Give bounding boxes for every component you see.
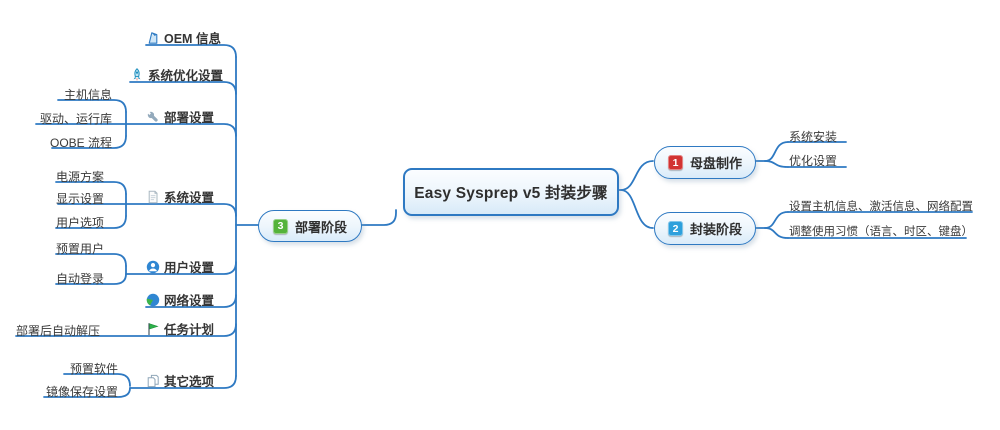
topic-task-plan-label: 任务计划 <box>164 323 215 337</box>
topic-oobe-flow[interactable]: OOBE 流程 <box>49 136 112 150</box>
topic-network-settings-label: 网络设置 <box>164 294 215 308</box>
topic-display-settings[interactable]: 显示设置 <box>55 192 104 206</box>
branch-deploy-stage-label: 部署阶段 <box>294 219 347 235</box>
rocket-icon <box>133 67 141 81</box>
underline-preset-software <box>63 373 131 387</box>
underline-user-settings <box>125 261 237 275</box>
badge-3: 3 <box>272 218 288 234</box>
topic-preset-software[interactable]: 预置软件 <box>69 362 118 376</box>
topic-drivers-runtime[interactable]: 驱动、运行库 <box>39 112 112 126</box>
underline-sysopt <box>129 81 237 95</box>
topic-system-install[interactable]: 系统安装 <box>789 130 838 144</box>
underline-deploy-settings <box>35 123 237 137</box>
underline-other-options <box>129 375 237 389</box>
underline-network-settings <box>145 294 237 308</box>
underline-user-options <box>55 215 127 229</box>
topic-user-settings-label: 用户设置 <box>164 261 215 275</box>
underline-system-settings <box>57 203 237 217</box>
central-topic[interactable]: Easy Sysprep v5 封装步骤 <box>403 168 619 216</box>
wrench-icon <box>147 110 158 122</box>
topic-auto-login[interactable]: 自动登录 <box>55 272 104 286</box>
topic-system-settings[interactable]: 系统设置 <box>146 187 214 206</box>
branch-package-stage-label: 封装阶段 <box>689 222 742 237</box>
flag-icon <box>148 322 159 335</box>
topic-deploy-settings[interactable]: 部署设置 <box>146 107 214 126</box>
topic-deploy-settings-label: 部署设置 <box>164 111 215 125</box>
underline-host-info <box>57 99 127 113</box>
central-topic-title: Easy Sysprep v5 封装步骤 <box>414 185 608 202</box>
topic-usage-habits[interactable]: 调整使用习惯（语言、时区、键盘） <box>789 226 973 238</box>
document-icon <box>148 190 158 203</box>
topic-user-options[interactable]: 用户选项 <box>55 216 104 230</box>
topic-other-options[interactable]: 其它选项 <box>146 371 214 390</box>
topic-other-options-label: 其它选项 <box>164 375 215 389</box>
connector-deploy-to-central <box>359 209 397 226</box>
underline-oem <box>145 44 237 58</box>
topic-optimize-setting[interactable]: 优化设置 <box>789 154 838 168</box>
topic-image-save-settings[interactable]: 镜像保存设置 <box>45 385 118 399</box>
branch-package-stage[interactable]: 2 封装阶段 <box>654 212 756 245</box>
topic-oem-info[interactable]: OEM 信息 <box>146 28 221 47</box>
topic-host-info[interactable]: 主机信息 <box>63 88 112 102</box>
underline-oobe <box>51 135 127 149</box>
underline-task-plan <box>15 323 237 337</box>
underline-preset-user <box>55 253 127 267</box>
topic-oem-info-label: OEM 信息 <box>164 32 221 46</box>
underline-image-save <box>43 387 131 398</box>
connector-master-child1 <box>764 141 789 162</box>
connector-package-child1 <box>764 211 789 229</box>
globe-icon <box>146 293 160 306</box>
user-icon <box>146 260 160 273</box>
topic-system-settings-label: 系统设置 <box>164 191 215 205</box>
topic-system-optimize[interactable]: 系统优化设置 <box>130 65 223 84</box>
topic-system-optimize-label: 系统优化设置 <box>148 69 224 83</box>
underline-auto-login <box>55 273 127 285</box>
badge-2: 2 <box>667 221 683 236</box>
branch-master-disc-label: 母盘制作 <box>689 156 742 171</box>
oem-document-icon <box>148 31 158 44</box>
topic-user-settings[interactable]: 用户设置 <box>146 257 214 276</box>
topic-host-activation-network[interactable]: 设置主机信息、激活信息、网络配置 <box>789 201 973 213</box>
copy-icon <box>147 374 159 387</box>
connector-package-child2 <box>764 227 789 239</box>
underline-power-plan <box>55 181 127 195</box>
branch-master-disc[interactable]: 1 母盘制作 <box>654 146 756 179</box>
connector-central-to-package <box>620 189 654 229</box>
connector-master-child2 <box>764 160 789 168</box>
connector-central-to-master <box>620 160 654 191</box>
topic-network-settings[interactable]: 网络设置 <box>146 290 214 309</box>
badge-1: 1 <box>667 155 683 170</box>
topic-power-plan[interactable]: 电源方案 <box>55 170 104 184</box>
branch-deploy-stage[interactable]: 3 部署阶段 <box>258 210 362 242</box>
topic-auto-extract-after-deploy[interactable]: 部署后自动解压 <box>16 324 101 338</box>
topic-preset-user[interactable]: 预置用户 <box>55 242 104 256</box>
topic-task-plan[interactable]: 任务计划 <box>146 319 214 338</box>
